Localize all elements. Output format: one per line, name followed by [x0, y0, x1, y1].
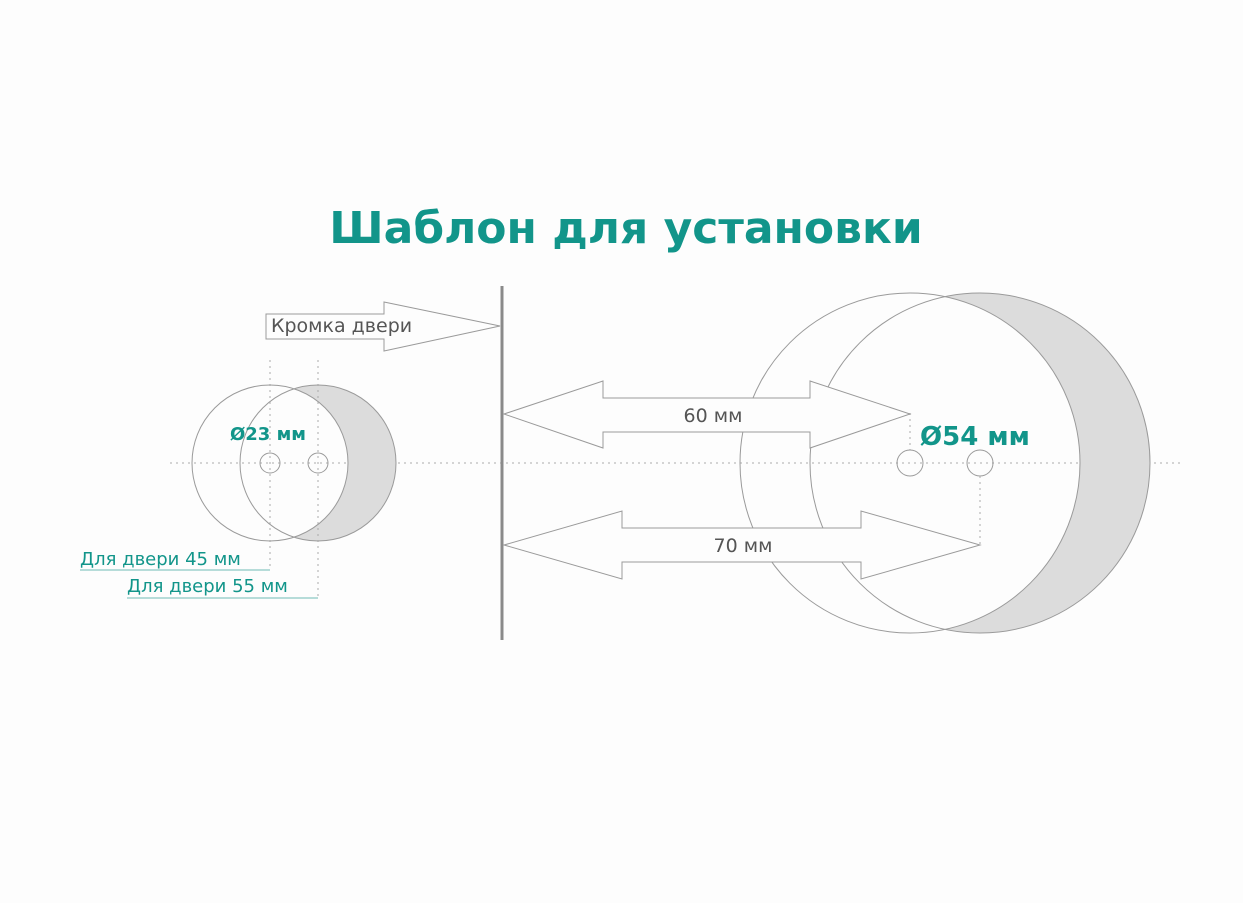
distance-70-shape	[502, 510, 982, 580]
distance-60-label: 60 мм	[684, 405, 743, 427]
large-hole-circle-60	[739, 292, 1081, 634]
distance-60-shape	[502, 380, 912, 449]
door-45-label: Для двери 45 мм	[80, 549, 241, 570]
door-edge-arrow: Кромка двери	[265, 301, 501, 352]
large-diameter-label: Ø54 мм	[920, 422, 1030, 452]
backset-labels: Для двери 45 мм Для двери 55 мм	[80, 549, 318, 599]
door-edge-arrow-shape	[265, 301, 501, 352]
small-center-mark-45	[259, 452, 281, 474]
page-title: Шаблон для установки	[329, 203, 922, 254]
distance-60-arrow: 60 мм	[502, 380, 912, 449]
distance-70-arrow: 70 мм	[502, 510, 982, 580]
distance-70-label: 70 мм	[714, 535, 773, 557]
large-hole-shade	[810, 293, 1150, 633]
door-edge-label: Кромка двери	[271, 315, 412, 337]
small-hole-group: Ø23 мм	[191, 360, 397, 598]
small-diameter-label: Ø23 мм	[230, 424, 306, 445]
large-hole-circle-70	[809, 292, 1151, 634]
door-55-label: Для двери 55 мм	[127, 576, 288, 597]
small-center-mark-55	[307, 452, 329, 474]
